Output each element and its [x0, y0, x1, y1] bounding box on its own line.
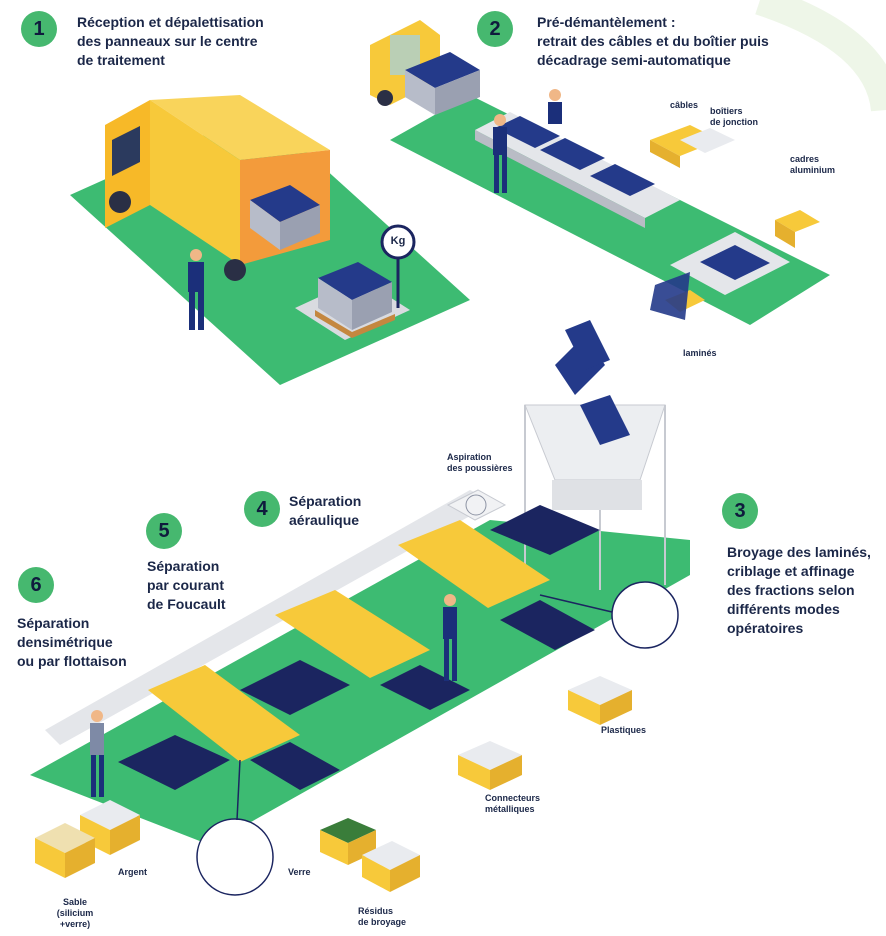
conveyor [250, 742, 340, 790]
step-badge-1: 1 [21, 11, 57, 47]
table-step6 [148, 665, 300, 762]
truck-box-top [150, 95, 330, 160]
glass-label: Verre [288, 867, 311, 877]
cables-label: câbles [670, 100, 699, 110]
step2-illustration [370, 20, 830, 325]
metal-connectors-label: Connecteurs métalliques [485, 793, 541, 814]
conveyor [490, 505, 600, 555]
conveyor [240, 660, 350, 715]
step-badge-2: 2 [477, 11, 513, 47]
walkway [45, 490, 495, 745]
worker [190, 249, 202, 261]
flotation-detail-circle [196, 818, 274, 896]
truck-box-side [150, 100, 240, 265]
plastics-bin [568, 676, 632, 705]
aluminium-bin [775, 210, 820, 232]
step-badge-6: 6 [18, 567, 54, 603]
step-title-3: Broyage des laminés, criblage et affinag… [727, 544, 871, 636]
forklift-panels [405, 52, 480, 88]
dust-extraction-label: Aspiration des poussières [447, 452, 513, 473]
step1-illustration [70, 95, 470, 385]
conveyor [500, 600, 595, 650]
crushing-residue-label: Résidus de broyage [358, 906, 407, 927]
sand-label: Sable (silicium +verre) [56, 897, 94, 929]
decorative-arc [755, 0, 886, 113]
step-title-5: Séparation par courant de Foucault [147, 558, 226, 612]
aluminium-frames-label: cadres aluminium [790, 154, 836, 175]
table-step4 [398, 520, 550, 608]
step-badge-3: 3 [722, 493, 758, 529]
truck-wheel [224, 259, 246, 281]
scale-label: Kg [390, 235, 406, 247]
pallet-panels-top [318, 262, 392, 300]
laminates-label: laminés [683, 348, 717, 358]
silver-label: Argent [118, 867, 147, 877]
dust-fan [446, 489, 507, 521]
table-step5 [275, 590, 430, 678]
step-badge-4: 4 [244, 491, 280, 527]
scale-sign [380, 224, 416, 260]
glass-bin [320, 818, 376, 843]
step-title-1: Réception et dépalettisation des panneau… [77, 14, 264, 68]
separation-line-illustration [30, 320, 690, 896]
connectors-bin [458, 741, 522, 770]
step-title-6: Séparation densimétrique ou par flottais… [17, 615, 127, 669]
step-badge-5: 5 [146, 513, 182, 549]
panel-stack-top [250, 185, 320, 222]
residue-bin [362, 841, 420, 870]
junction-boxes-label: boîtiers de jonction [710, 106, 758, 127]
junction-box-bin [680, 128, 735, 153]
step-title-4: Séparation aéraulique [289, 493, 362, 528]
conveyor [118, 735, 230, 790]
truck-wheel [109, 191, 131, 213]
foucault-detail-circle [611, 581, 679, 649]
step-title-2: Pré-démantèlement : retrait des câbles e… [537, 14, 769, 68]
plastics-label: Plastiques [601, 725, 647, 735]
conveyor [380, 665, 470, 710]
